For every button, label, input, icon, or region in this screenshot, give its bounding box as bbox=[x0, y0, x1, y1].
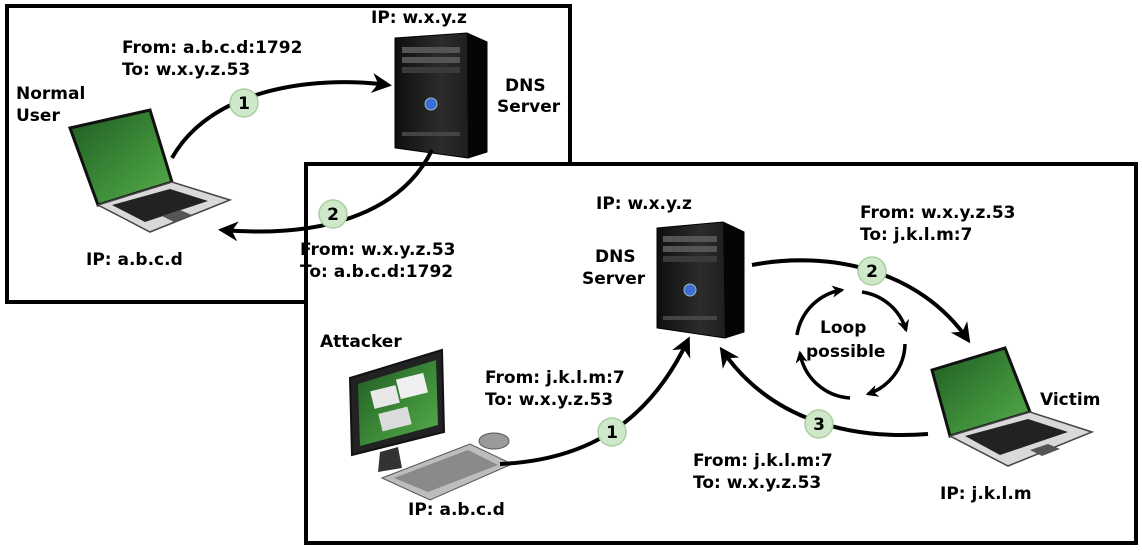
dns-server-icon bbox=[394, 32, 488, 159]
loop-label: Loop bbox=[820, 318, 867, 338]
server-label: Server bbox=[582, 269, 646, 289]
laptop-icon bbox=[68, 108, 233, 233]
attacker-label: Attacker bbox=[320, 332, 402, 352]
user-label: Normal bbox=[16, 84, 86, 104]
query-arrow bbox=[170, 73, 392, 159]
step3-from-label: From: j.k.l.m:7 bbox=[693, 451, 833, 471]
step1-to-label: To: w.x.y.z.53 bbox=[485, 390, 614, 410]
desktop-computer-icon bbox=[348, 348, 514, 501]
loop-label: possible bbox=[806, 342, 886, 362]
victim-ip-label: IP: j.k.l.m bbox=[940, 484, 1032, 504]
server-ip-label: IP: w.x.y.z bbox=[596, 194, 692, 214]
server-ip-label: IP: w.x.y.z bbox=[371, 8, 467, 28]
query-from-label: From: a.b.c.d:1792 bbox=[122, 38, 303, 58]
step1-from-label: From: j.k.l.m:7 bbox=[485, 368, 625, 388]
user-label: User bbox=[16, 106, 60, 126]
step-badge-2: 2 bbox=[318, 199, 348, 229]
step2-from-label: From: w.x.y.z.53 bbox=[860, 203, 1016, 223]
user-ip-label: IP: a.b.c.d bbox=[86, 250, 183, 270]
query-to-label: To: w.x.y.z.53 bbox=[122, 60, 251, 80]
step3-to-label: To: w.x.y.z.53 bbox=[693, 473, 822, 493]
step2-to-label: To: j.k.l.m:7 bbox=[860, 225, 973, 245]
step-badge-3: 3 bbox=[804, 409, 834, 439]
server-label: Server bbox=[497, 97, 561, 117]
response-arrow bbox=[218, 149, 434, 242]
attacker-ip-label: IP: a.b.c.d bbox=[408, 500, 505, 520]
svg-text:3: 3 bbox=[813, 415, 825, 435]
laptop-icon bbox=[930, 346, 1095, 467]
step-badge-1: 1 bbox=[597, 417, 627, 447]
response-from-label: From: w.x.y.z.53 bbox=[300, 240, 456, 260]
server-label: DNS bbox=[505, 76, 546, 96]
svg-text:1: 1 bbox=[238, 94, 250, 114]
step-badge-2: 2 bbox=[857, 256, 887, 286]
svg-text:2: 2 bbox=[866, 262, 878, 282]
svg-text:1: 1 bbox=[606, 423, 618, 443]
server-label: DNS bbox=[595, 247, 636, 267]
dns-server-icon bbox=[656, 221, 745, 339]
svg-text:2: 2 bbox=[327, 205, 339, 225]
response-to-label: To: a.b.c.d:1792 bbox=[300, 262, 454, 282]
victim-label: Victim bbox=[1040, 390, 1101, 410]
step-badge-1: 1 bbox=[229, 88, 259, 118]
loop-cycle-icon bbox=[795, 285, 910, 400]
